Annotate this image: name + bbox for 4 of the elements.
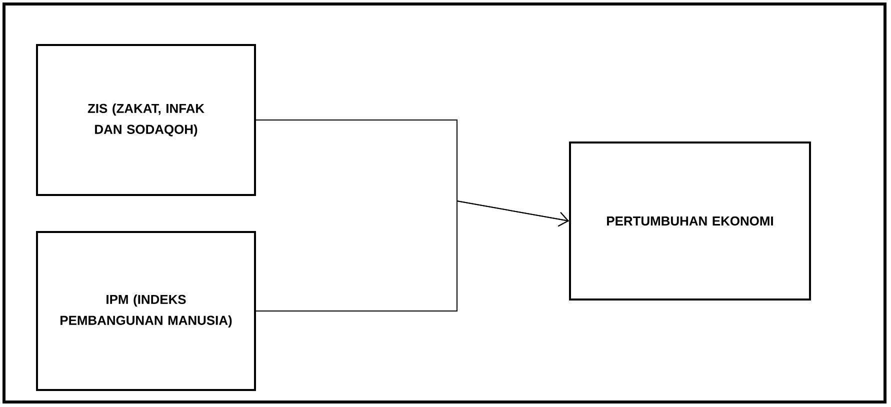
process-box: PERTUMBUHAN EKONOMI xyxy=(569,142,811,300)
connector-arrow xyxy=(256,200,569,312)
process-box: IPM (INDEKS PEMBANGUNAN MANUSIA) xyxy=(36,231,256,391)
process-box: ZIS (ZAKAT, INFAK DAN SODAQOH) xyxy=(36,44,256,196)
